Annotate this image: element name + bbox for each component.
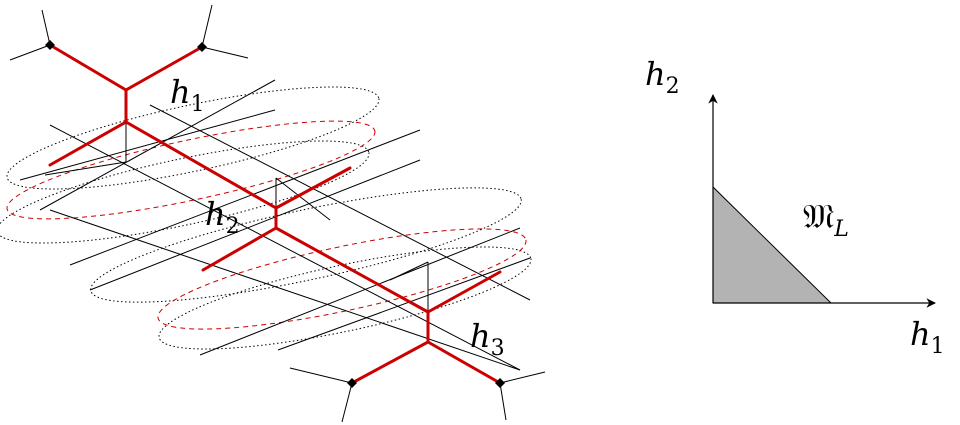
ellipse-2 (0, 140, 370, 244)
ellipse-1 (6, 86, 380, 190)
vertex-marker-bottom-right (495, 378, 505, 388)
moduli-region-plot: h2 h1 𝔐L (645, 55, 945, 359)
x-axis-label: h1 (910, 315, 945, 359)
prism-lines (9, 4, 546, 423)
red-tropical-curve (48, 43, 502, 385)
label-h2: h2 (205, 195, 240, 239)
vertex-marker-bottom-left (347, 378, 357, 388)
label-h3: h3 (470, 317, 505, 361)
red-dashed-ellipses (6, 120, 527, 330)
vertex-marker-top-right (197, 42, 207, 52)
label-h1: h1 (170, 73, 205, 117)
ellipse-3 (90, 187, 522, 303)
vertex-marker-top-left (45, 40, 55, 50)
vertex-markers (45, 40, 505, 388)
region-label: 𝔐L (803, 197, 849, 242)
tropical-curve-diagram: h1 h2 h3 (0, 4, 546, 423)
red-ellipse-1 (6, 120, 376, 220)
red-ellipse-2 (157, 228, 527, 330)
y-axis-label: h2 (645, 55, 680, 99)
